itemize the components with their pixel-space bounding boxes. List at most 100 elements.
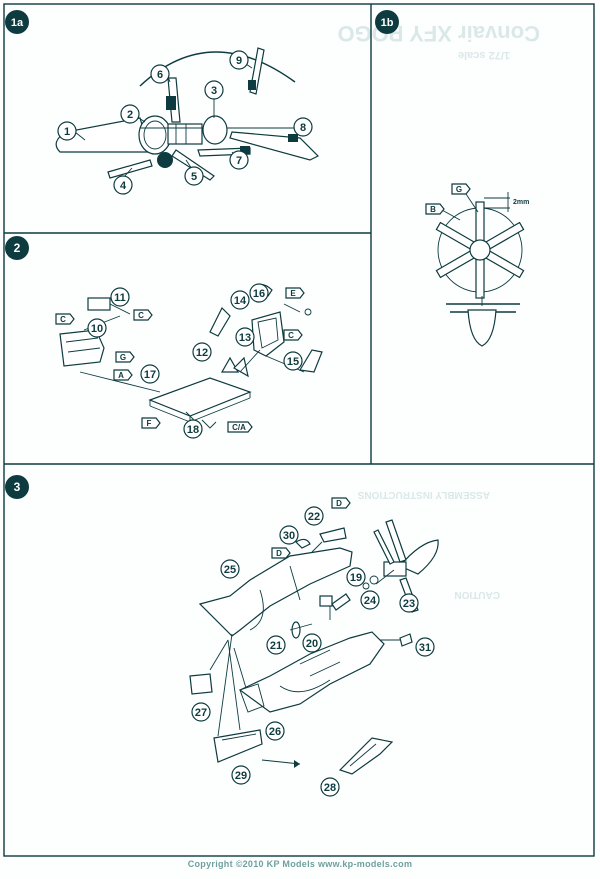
svg-text:D: D [336, 499, 342, 508]
svg-text:G: G [120, 353, 126, 362]
svg-text:22: 22 [308, 511, 320, 523]
part-callout: 4 [113, 175, 133, 195]
svg-text:Convair XFY POGO: Convair XFY POGO [337, 21, 540, 46]
svg-text:4: 4 [120, 180, 127, 192]
svg-text:25: 25 [224, 564, 236, 576]
svg-text:B: B [430, 205, 436, 214]
svg-text:1: 1 [64, 126, 70, 138]
step-badge-2: 2 [5, 236, 29, 260]
part-callout: 20 [302, 633, 322, 653]
part-callout: 25 [220, 559, 240, 579]
step-number-2: 2 [14, 241, 21, 255]
part-callout: 5 [184, 166, 204, 186]
svg-text:19: 19 [350, 572, 362, 584]
svg-text:24: 24 [364, 595, 377, 607]
part-callout: 11 [110, 287, 130, 307]
svg-text:C: C [138, 311, 144, 320]
color-flag-a: A [113, 369, 133, 381]
svg-text:10: 10 [91, 323, 103, 335]
svg-text:D: D [276, 549, 282, 558]
svg-text:18: 18 [187, 424, 199, 436]
step1a-drawing [55, 47, 320, 181]
part-callout: 18 [183, 419, 203, 439]
svg-text:CAUTION: CAUTION [454, 589, 500, 600]
svg-text:6: 6 [157, 69, 163, 81]
svg-text:ASSEMBLY INSTRUCTIONS: ASSEMBLY INSTRUCTIONS [357, 489, 490, 500]
svg-text:28: 28 [324, 782, 336, 794]
color-flag-d: D [271, 547, 291, 559]
color-flag-d: D [331, 497, 351, 509]
part-callout: 2 [120, 104, 140, 124]
svg-text:14: 14 [234, 295, 247, 307]
color-flag-c: C [283, 329, 303, 341]
svg-text:12: 12 [196, 347, 208, 359]
part-callout: 9 [229, 50, 249, 70]
color-flag-b: B [425, 203, 445, 215]
svg-text:3: 3 [211, 85, 217, 97]
step3-part-callouts: 19 20 21 22 23 24 25 26 27 28 29 30 31 [191, 506, 435, 797]
part-callout: 26 [265, 721, 285, 741]
color-flag-g: G [451, 183, 471, 195]
svg-text:8: 8 [300, 122, 306, 134]
sheet-border [3, 3, 595, 857]
svg-text:F: F [147, 419, 152, 428]
part-callout: 17 [140, 364, 160, 384]
part-callout: 3 [204, 80, 224, 100]
part-callout: 19 [346, 567, 366, 587]
part-callout: 7 [229, 150, 249, 170]
part-callout: 15 [283, 351, 303, 371]
part-callout: 13 [235, 327, 255, 347]
svg-text:C: C [288, 331, 294, 340]
step-number-1b: 1b [381, 17, 394, 29]
step-number-1a: 1a [11, 17, 24, 29]
svg-text:23: 23 [403, 598, 415, 610]
color-flag-c: C [133, 309, 153, 321]
color-flag-f: F [141, 417, 161, 429]
part-callout: 1 [57, 121, 77, 141]
part-callout: 14 [230, 290, 250, 310]
svg-text:2: 2 [127, 109, 133, 121]
part-callout: 21 [266, 635, 286, 655]
svg-text:17: 17 [144, 369, 156, 381]
part-callout: 28 [320, 777, 340, 797]
part-callout: 29 [231, 765, 251, 785]
svg-text:1/72 scale: 1/72 scale [458, 49, 510, 61]
svg-text:E: E [290, 289, 296, 298]
step2-drawing [59, 283, 323, 429]
svg-text:13: 13 [239, 332, 251, 344]
svg-text:G: G [456, 185, 462, 194]
step-badge-1a: 1a [5, 10, 29, 34]
color-flag-e: E [285, 287, 305, 299]
step2-part-callouts: 10 11 12 13 14 15 16 17 18 [87, 283, 303, 439]
part-callout: 16 [249, 283, 269, 303]
svg-text:30: 30 [283, 530, 295, 542]
svg-text:21: 21 [270, 640, 282, 652]
svg-text:A: A [118, 371, 124, 380]
part-callout: 23 [399, 593, 419, 613]
svg-text:9: 9 [236, 55, 242, 67]
svg-text:26: 26 [269, 726, 281, 738]
color-flag-c: C [55, 313, 75, 325]
svg-text:27: 27 [195, 707, 207, 719]
svg-text:15: 15 [287, 356, 299, 368]
part-callout: 31 [415, 637, 435, 657]
step2-color-flags: C C C G A F C/A E [55, 287, 305, 433]
part-callout: 22 [304, 506, 324, 526]
part-callout: 27 [191, 702, 211, 722]
part-callout: 8 [293, 117, 313, 137]
svg-text:7: 7 [236, 155, 242, 167]
svg-text:11: 11 [114, 292, 126, 304]
step3-drawing [189, 519, 439, 775]
color-flag-ca: C/A [227, 421, 253, 433]
step-badge-3: 3 [5, 475, 29, 499]
svg-text:5: 5 [191, 171, 197, 183]
step1a-part-callouts: 1 2 3 4 5 6 7 8 9 [57, 50, 313, 195]
svg-text:C: C [60, 315, 66, 324]
step-badge-1b: 1b [375, 10, 399, 34]
svg-text:20: 20 [306, 638, 318, 650]
part-callout: 12 [192, 342, 212, 362]
step3-color-flags: D D [271, 497, 351, 559]
svg-text:31: 31 [419, 642, 431, 654]
part-callout: 30 [279, 525, 299, 545]
